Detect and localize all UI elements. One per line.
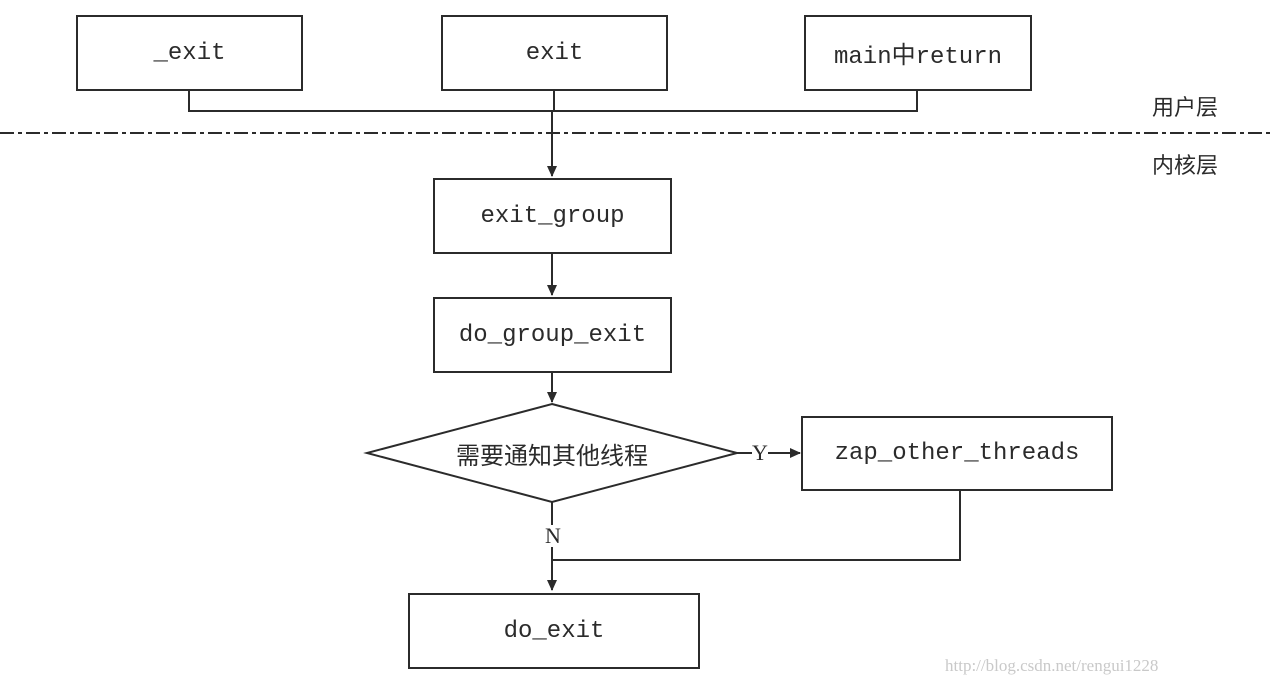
- watermark: http://blog.csdn.net/rengui1228: [945, 656, 1159, 675]
- yes-label: Y: [752, 440, 768, 465]
- no-label: N: [545, 523, 561, 548]
- decision-label: 需要通知其他线程: [456, 441, 648, 470]
- box-do-exit: do_exit: [408, 593, 700, 669]
- zap-return-line: [552, 490, 961, 561]
- box-zap-other-threads: zap_other_threads: [801, 416, 1113, 491]
- box-exit-group: exit_group: [433, 178, 672, 254]
- box-do-group-exit: do_group_exit: [433, 297, 672, 373]
- box-underscore-exit: _exit: [76, 15, 303, 91]
- box-exit: exit: [441, 15, 668, 91]
- user-layer-label: 用户层: [1152, 96, 1219, 121]
- box-main-return: main中return: [804, 15, 1032, 91]
- kernel-layer-label: 内核层: [1152, 154, 1219, 179]
